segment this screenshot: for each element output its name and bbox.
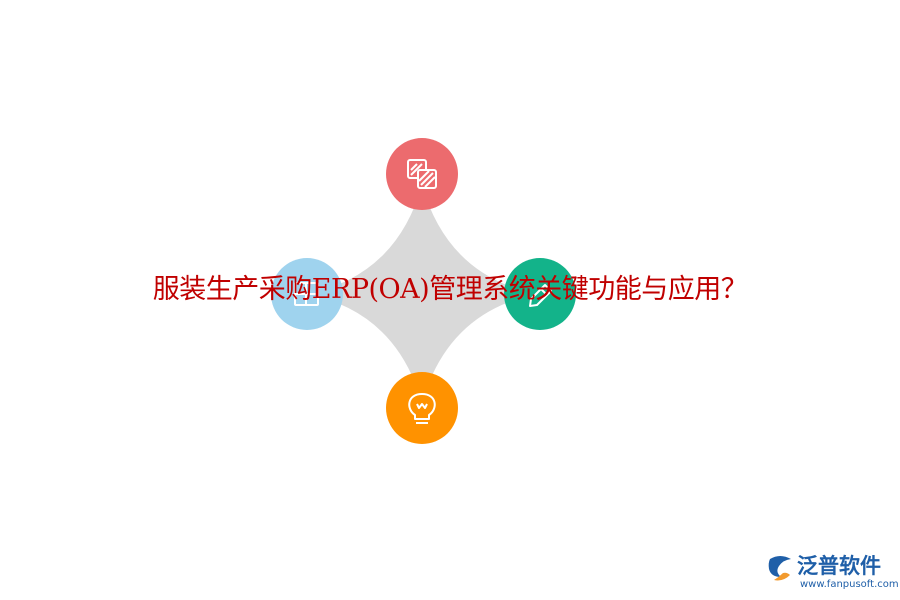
brand-url: www.fanpusoft.com	[800, 579, 899, 590]
pencil-icon	[529, 284, 552, 307]
copy-pages-icon	[407, 159, 437, 189]
grid-icon	[294, 282, 319, 306]
star-connector	[307, 185, 537, 403]
page-title: 服装生产采购ERP(OA)管理系统关键功能与应用？	[152, 274, 748, 305]
right-node	[504, 258, 576, 330]
brand-name: 泛普软件	[797, 554, 881, 578]
brand-watermark: 泛普软件 www.fanpusoft.com	[765, 550, 899, 595]
top-node	[386, 138, 458, 210]
lightbulb-icon	[408, 393, 436, 424]
bottom-node	[386, 372, 458, 444]
brand-logo-icon	[768, 556, 791, 581]
left-node	[271, 258, 343, 330]
